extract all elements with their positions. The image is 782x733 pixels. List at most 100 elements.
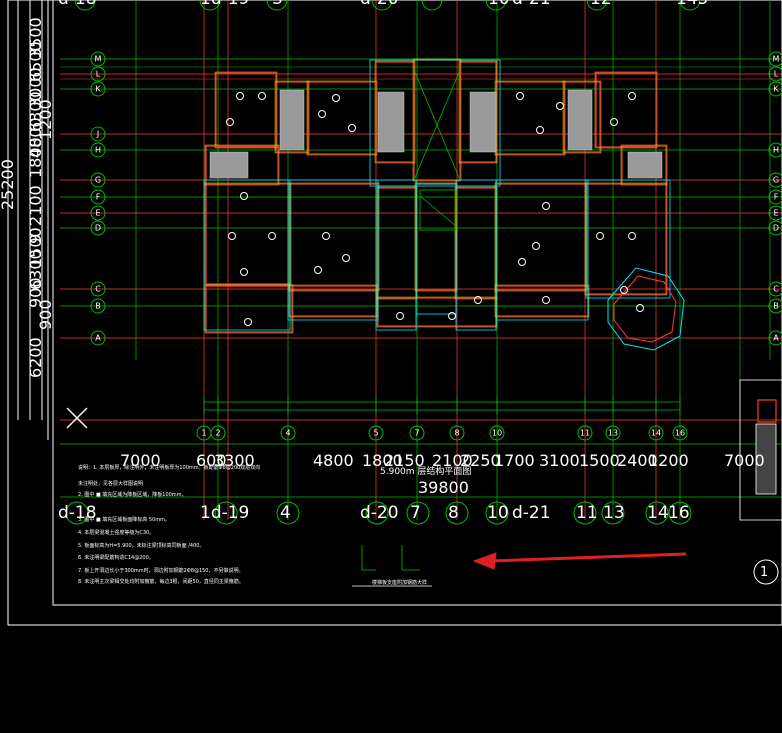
red-arrow-head	[472, 552, 497, 570]
grid-bubble-bottom-label: 14	[651, 429, 661, 438]
grid-bubble-left-label: D	[95, 224, 101, 233]
wall-outline	[215, 72, 277, 148]
slab-outline	[415, 183, 457, 315]
room-label-dot	[348, 124, 356, 132]
axis-label-top: 145	[676, 0, 708, 8]
left-dimension-label: 6200	[26, 337, 45, 378]
room-label-dot	[636, 304, 644, 312]
toilet-fill	[209, 151, 249, 179]
axis-label-bottom: 14	[647, 503, 669, 523]
grid-bubble-bottom	[368, 425, 384, 441]
core-stair-box	[419, 189, 457, 231]
grid-bubble-left-label: B	[95, 302, 101, 311]
grid-bubble-right-label: F	[774, 193, 779, 202]
room-label-dot	[516, 92, 524, 100]
grid-bubble-bottom-label: 2	[215, 429, 220, 438]
left-dimension-label: 900	[36, 299, 55, 330]
section-detail-red	[757, 399, 777, 423]
note-line: 2. 图中 ■ 填充区域为降板区域，降板100mm，	[78, 492, 187, 498]
grid-bubble-left	[90, 189, 106, 205]
grid-bubble-bottom-label: 10	[492, 429, 502, 438]
axis-bubble-bottom	[406, 501, 430, 525]
slab-outline	[375, 179, 417, 331]
grid-bubble-right-label: H	[773, 146, 779, 155]
axis-label-top: 12	[590, 0, 612, 8]
room-label-dot	[542, 296, 550, 304]
room-label-dot	[244, 318, 252, 326]
section-marker-circle	[753, 559, 779, 585]
grid-bubble-bottom	[489, 425, 505, 441]
note-line: 5. 板面标高为H=5.900，未标注梁顶标高同板面 /400。	[78, 543, 205, 549]
grid-bubble-left	[90, 220, 106, 236]
plan-title: 5.900m 层结构平面图	[380, 467, 472, 477]
grid-bubble-bottom-label: 13	[608, 429, 618, 438]
bottom-dimension-label: 1500	[579, 451, 620, 470]
axis-label-bottom: 16	[668, 503, 690, 523]
room-label-dot	[314, 266, 322, 274]
wall-hatch-edge	[274, 80, 310, 154]
grid-bubble-bottom-label: 1	[201, 429, 206, 438]
room-label-dot	[628, 232, 636, 240]
room-label-dot	[532, 242, 540, 250]
grid-bubble-bottom-label: 8	[454, 429, 459, 438]
room-label-dot	[542, 202, 550, 210]
wall-hatch-edge	[288, 182, 380, 292]
grid-bubble-right-label: M	[773, 55, 780, 64]
grid-bubble-right-label: A	[773, 334, 779, 343]
room-label-dot	[268, 232, 276, 240]
bottom-dimension-label: 1700	[494, 451, 535, 470]
slab-outline	[495, 179, 589, 321]
grid-bubble-right-label: B	[773, 302, 779, 311]
wall-outline	[495, 183, 587, 291]
grid-bubble-top	[266, 0, 288, 11]
note-line: 说明：1. 本层板厚，除注明外，未注明板厚为100mm，板配筋Φ8@200双层双…	[78, 465, 261, 471]
wall-hatch-edge	[204, 144, 280, 186]
bottom-dimension-label: 2100	[432, 451, 473, 470]
wall-outline	[205, 183, 291, 285]
grid-bubble-right-label: D	[773, 224, 779, 233]
grid-bubble-left-label: C	[95, 285, 101, 294]
core-stair	[419, 195, 457, 227]
grid-bubble-bottom-label: 5	[373, 429, 378, 438]
grid-bubble-bottom	[672, 425, 688, 441]
grid-bubble-left	[90, 205, 106, 221]
grid-bubble-right	[768, 330, 782, 346]
note-line: 7. 板上开洞边长小于300mm时，洞边附加钢筋2Φ8@150，不另做说明。	[78, 568, 244, 574]
axis-label-bottom: 4	[280, 503, 291, 523]
note-line: 6. 未注明梁配筋构造C14@200。	[78, 555, 154, 561]
grid-bubble-bottom-label: 11	[580, 429, 590, 438]
note-line: 3. 图中 ■ 填充区域板面降标高 50mm。	[78, 517, 170, 523]
axis-label-top: d-18	[58, 0, 97, 8]
room-label-dot	[474, 296, 482, 304]
core-x-2	[413, 69, 461, 181]
toilet-fill	[469, 91, 497, 153]
grid-bubble-bottom	[577, 425, 593, 441]
grid-bubble-right	[768, 281, 782, 297]
wall-outline	[307, 81, 377, 155]
grid-bubble-right-label: E	[773, 209, 778, 218]
room-label-dot	[228, 232, 236, 240]
grid-bubble-left-label: H	[95, 146, 101, 155]
section-detail-frame	[739, 379, 782, 521]
wall-hatch-edge	[214, 71, 278, 149]
bottom-dimension-label: 2150	[384, 451, 425, 470]
grid-bubble-right-label: L	[774, 70, 779, 79]
axis-bubble-bottom	[601, 501, 625, 525]
room-label-dot	[610, 118, 618, 126]
grid-bubble-bottom-label: 16	[675, 429, 685, 438]
room-label-dot	[628, 92, 636, 100]
grid-bubble-left-label: M	[95, 55, 102, 64]
grid-bubble-right	[768, 298, 782, 314]
left-dimension-label: 9	[26, 233, 45, 244]
axis-label-bottom: 8	[448, 503, 459, 523]
room-label-dot	[448, 312, 456, 320]
wall-hatch-edge	[494, 182, 588, 292]
room-label-dot	[396, 312, 404, 320]
grid-bubble-bottom	[648, 425, 664, 441]
wall-outline	[377, 187, 417, 299]
axis-bubble-bottom	[485, 501, 509, 525]
grid-bubble-left	[90, 330, 106, 346]
bottom-dimension-label: 2400	[617, 451, 658, 470]
